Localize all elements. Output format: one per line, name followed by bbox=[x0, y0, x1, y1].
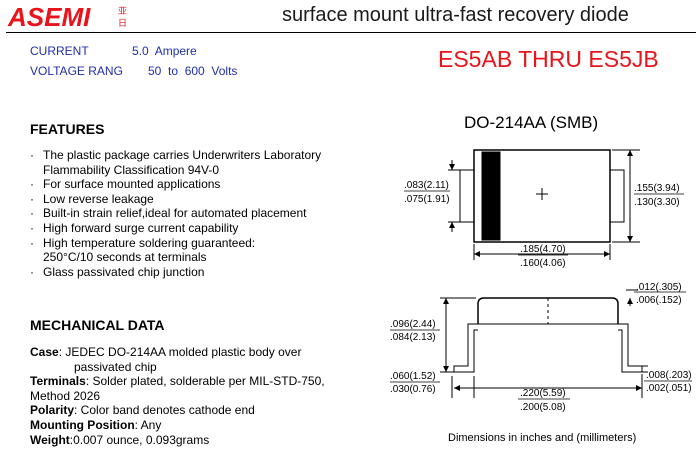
case-row-cont: passivated chip bbox=[74, 359, 157, 374]
top-view bbox=[448, 149, 640, 260]
voltage-value: 50 to 600 Volts bbox=[148, 64, 238, 78]
dim-top-r-min: .130(3.30) bbox=[634, 197, 680, 208]
dim-top-w-min: .160(4.06) bbox=[520, 258, 566, 269]
dim-top-h-max: .083(2.11) bbox=[404, 180, 449, 191]
dim-side-t-min: .006(.152) bbox=[636, 295, 682, 306]
dim-side-r-min: .002(.051) bbox=[646, 383, 692, 394]
list-item: ·Built-in strain relief,ideal for automa… bbox=[30, 206, 307, 221]
dimensions-note: Dimensions in inches and (millimeters) bbox=[448, 432, 637, 444]
dim-side-w-max: .220(5.59) bbox=[520, 388, 566, 399]
list-item: Flammability Classification 94V-0 bbox=[43, 162, 220, 177]
dim-side-h-max: .096(2.44) bbox=[390, 319, 436, 330]
features-heading: FEATURES bbox=[30, 121, 105, 137]
logo-cn-text: 亚 bbox=[118, 6, 127, 16]
features-list: ·The plastic package carries Underwriter… bbox=[30, 148, 390, 279]
current-label: CURRENT bbox=[30, 44, 89, 58]
asemi-logo: ASEMI 亚 日 bbox=[6, 2, 138, 32]
dim-top-r-max: .155(3.94) bbox=[634, 183, 680, 194]
dim-side-t-max: .012(.305) bbox=[636, 282, 682, 293]
list-item: ·For surface mounted applications bbox=[30, 177, 221, 192]
package-title: DO-214AA (SMB) bbox=[464, 113, 599, 132]
polarity-row: Polarity: Color band denotes cathode end bbox=[30, 403, 255, 418]
list-item: ·Low reverse leakage bbox=[30, 191, 154, 206]
list-item: ·Glass passivated chip junction bbox=[30, 264, 205, 279]
terminals-row: Terminals: Solder plated, solderable per… bbox=[30, 374, 325, 389]
dim-side-w-min: .200(5.08) bbox=[520, 402, 566, 413]
part-number-title: ES5AB THRU ES5JB bbox=[438, 46, 659, 72]
current-value: 5.0 Ampere bbox=[132, 44, 197, 58]
list-item: 250°C/10 seconds at terminals bbox=[43, 250, 207, 265]
dim-top-h-min: .075(1.91) bbox=[404, 194, 450, 205]
svg-text:日: 日 bbox=[118, 18, 127, 28]
dim-side-l-min: .030(0.76) bbox=[390, 384, 436, 395]
dim-side-l-max: .060(1.52) bbox=[390, 371, 436, 382]
header-divider bbox=[6, 32, 696, 33]
logo-text: ASEMI bbox=[7, 2, 91, 30]
side-view bbox=[440, 289, 648, 398]
case-row: Case: JEDEC DO-214AA molded plastic body… bbox=[30, 345, 302, 359]
dim-side-h-min: .084(2.13) bbox=[390, 332, 436, 343]
dim-side-r-max: .008(.203) bbox=[646, 370, 692, 381]
list-item: ·The plastic package carries Underwriter… bbox=[30, 148, 322, 162]
mounting-row: Mounting Position: Any bbox=[30, 417, 162, 432]
mechanical-heading: MECHANICAL DATA bbox=[30, 317, 165, 333]
header-title: surface mount ultra-fast recovery diode bbox=[282, 4, 629, 26]
cathode-band bbox=[481, 151, 501, 241]
dim-top-w-max: .185(4.70) bbox=[520, 244, 566, 255]
terminals-row-cont: Method 2026 bbox=[30, 388, 101, 403]
weight-row: Weight:0.007 ounce, 0.093grams bbox=[30, 432, 210, 447]
package-drawing: .083(2.11) .075(1.91) .155(3.94) .130(3.… bbox=[390, 138, 696, 418]
list-item: ·High forward surge current capability bbox=[30, 220, 239, 235]
list-item: ·High temperature soldering guaranteed: bbox=[30, 235, 256, 250]
mechanical-list: Case: JEDEC DO-214AA molded plastic body… bbox=[30, 345, 400, 447]
voltage-label: VOLTAGE RANG bbox=[30, 64, 123, 78]
